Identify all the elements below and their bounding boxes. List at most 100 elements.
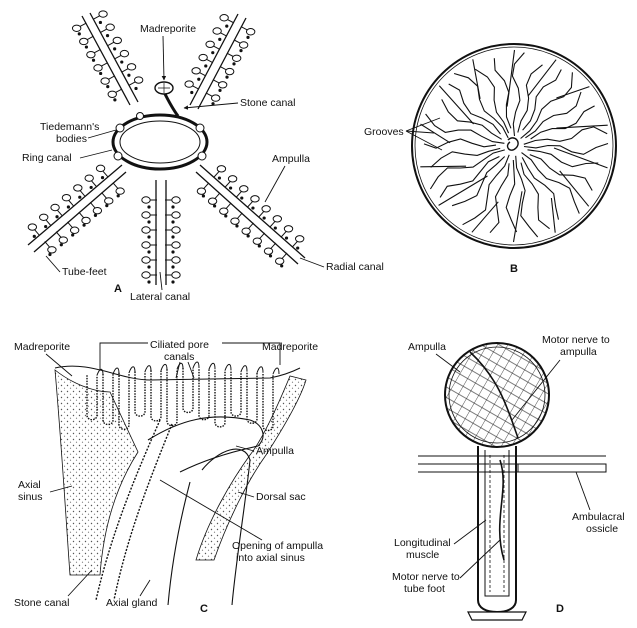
- label-c-axial-gland: Axial gland: [106, 597, 158, 609]
- tube-foot: [273, 216, 281, 222]
- pore-canal: [199, 369, 209, 420]
- tube-foot: [40, 214, 48, 220]
- label-d-motor-amp-2: ampulla: [560, 346, 597, 358]
- tube-foot: [105, 198, 113, 204]
- tube-foot: [62, 195, 70, 201]
- label-d-motor-amp-1: Motor nerve to: [542, 334, 610, 346]
- label-c-madreporite-left: Madreporite: [14, 341, 70, 353]
- tube-foot: [48, 247, 56, 253]
- tube-foot: [172, 257, 180, 263]
- tiedemanns-bodies: [114, 113, 206, 161]
- tube-foot: [106, 24, 114, 30]
- tube-foot: [172, 212, 180, 218]
- tube-foot: [70, 227, 78, 233]
- tube-foot: [213, 28, 221, 34]
- label-d-ambulacral-2: ossicle: [586, 523, 618, 535]
- label-d-ampulla: Ampulla: [408, 341, 446, 353]
- radial-canals: [28, 13, 305, 285]
- stippled-wall-right: [196, 376, 306, 560]
- label-a-stone-canal: Stone canal: [240, 97, 295, 109]
- panel-b-diagram: Grooves B: [364, 44, 616, 275]
- tube-foot: [246, 29, 254, 35]
- tube-foot: [93, 207, 101, 213]
- label-c-ampulla: Ampulla: [256, 445, 294, 457]
- tube-foot: [262, 206, 270, 212]
- tube-foot: [87, 51, 95, 57]
- tube-foot: [208, 198, 216, 204]
- tube-foot: [101, 78, 109, 84]
- label-a-tiedemann-2: bodies: [56, 133, 87, 145]
- tube-foot: [217, 166, 225, 172]
- tube-foot: [72, 25, 80, 31]
- tube-foot: [28, 224, 36, 230]
- label-a-tiedemann-1: Tiedemann's: [40, 121, 99, 133]
- plate-letter-d: D: [556, 603, 564, 615]
- panel-a-diagram: Madreporite Stone canal Tiedemann's bodi…: [22, 11, 384, 303]
- label-c-ciliated-2: canals: [164, 351, 194, 363]
- axial-sinus-region: [55, 370, 138, 575]
- ring-canal: [113, 115, 207, 169]
- tube-foot: [218, 82, 226, 88]
- tube-foot: [239, 42, 247, 48]
- tube-foot: [253, 238, 261, 244]
- madreporite-disc: [412, 44, 616, 248]
- tube-foot: [96, 165, 104, 171]
- tube-foot: [228, 176, 236, 182]
- pore-canal: [151, 370, 161, 421]
- tube-foot: [94, 65, 102, 71]
- tube-foot: [113, 37, 121, 43]
- tube-foot: [142, 212, 150, 218]
- label-d-motor-foot-1: Motor nerve to: [392, 571, 460, 583]
- tube-foot: [220, 208, 228, 214]
- tube-foot: [275, 258, 283, 264]
- tube-foot: [220, 15, 228, 21]
- tube-foot: [172, 227, 180, 233]
- tube-foot: [206, 41, 214, 47]
- tube-foot: [80, 38, 88, 44]
- tube-foot: [85, 175, 93, 181]
- label-c-dorsal-sac: Dorsal sac: [256, 491, 306, 503]
- tube-foot: [116, 188, 124, 194]
- label-c-ciliated-1: Ciliated pore: [150, 339, 209, 351]
- tube-foot: [82, 217, 90, 223]
- label-d-motor-foot-2: tube foot: [404, 583, 445, 595]
- pore-canal: [247, 373, 257, 424]
- panel-d-diagram: Ampulla Motor nerve to ampulla Ambulacra…: [392, 334, 625, 620]
- plate-letter-b: B: [510, 263, 518, 275]
- label-a-ampulla: Ampulla: [272, 153, 310, 165]
- tube-foot: [120, 50, 128, 56]
- tube-foot: [142, 197, 150, 203]
- label-c-stone-canal: Stone canal: [14, 597, 69, 609]
- tube-foot: [295, 236, 303, 242]
- label-a-tube-feet: Tube-feet: [62, 266, 107, 278]
- groove-branch: [420, 166, 466, 167]
- sucker-disc: [468, 612, 526, 620]
- ampulla-bulb: [445, 343, 549, 447]
- tube-foot: [240, 186, 248, 192]
- tube-foot: [284, 226, 292, 232]
- tube-foot: [231, 218, 239, 224]
- tube-foot: [142, 242, 150, 248]
- tube-foot: [197, 188, 205, 194]
- tube-foot: [192, 68, 200, 74]
- tube-foot: [142, 227, 150, 233]
- label-a-madreporite: Madreporite: [140, 23, 196, 35]
- tube-foot: [172, 197, 180, 203]
- label-b-grooves: Grooves: [364, 126, 404, 138]
- label-c-opening-1: Opening of ampulla: [232, 540, 323, 552]
- tube-foot: [185, 81, 193, 87]
- tube-foot: [264, 248, 272, 254]
- label-d-longitudinal-2: muscle: [406, 549, 439, 561]
- label-c-opening-2: into axial sinus: [236, 552, 305, 564]
- tube-foot: [225, 68, 233, 74]
- plate-letter-a: A: [114, 283, 122, 295]
- label-d-longitudinal-1: Longitudinal: [394, 537, 451, 549]
- ambulacral-ossicle: [518, 464, 606, 472]
- tube-foot: [211, 95, 219, 101]
- tube-foot: [59, 237, 67, 243]
- tube-foot: [127, 64, 135, 70]
- tube-foot: [251, 196, 259, 202]
- plate-letter-c: C: [200, 603, 208, 615]
- tube-foot: [74, 185, 82, 191]
